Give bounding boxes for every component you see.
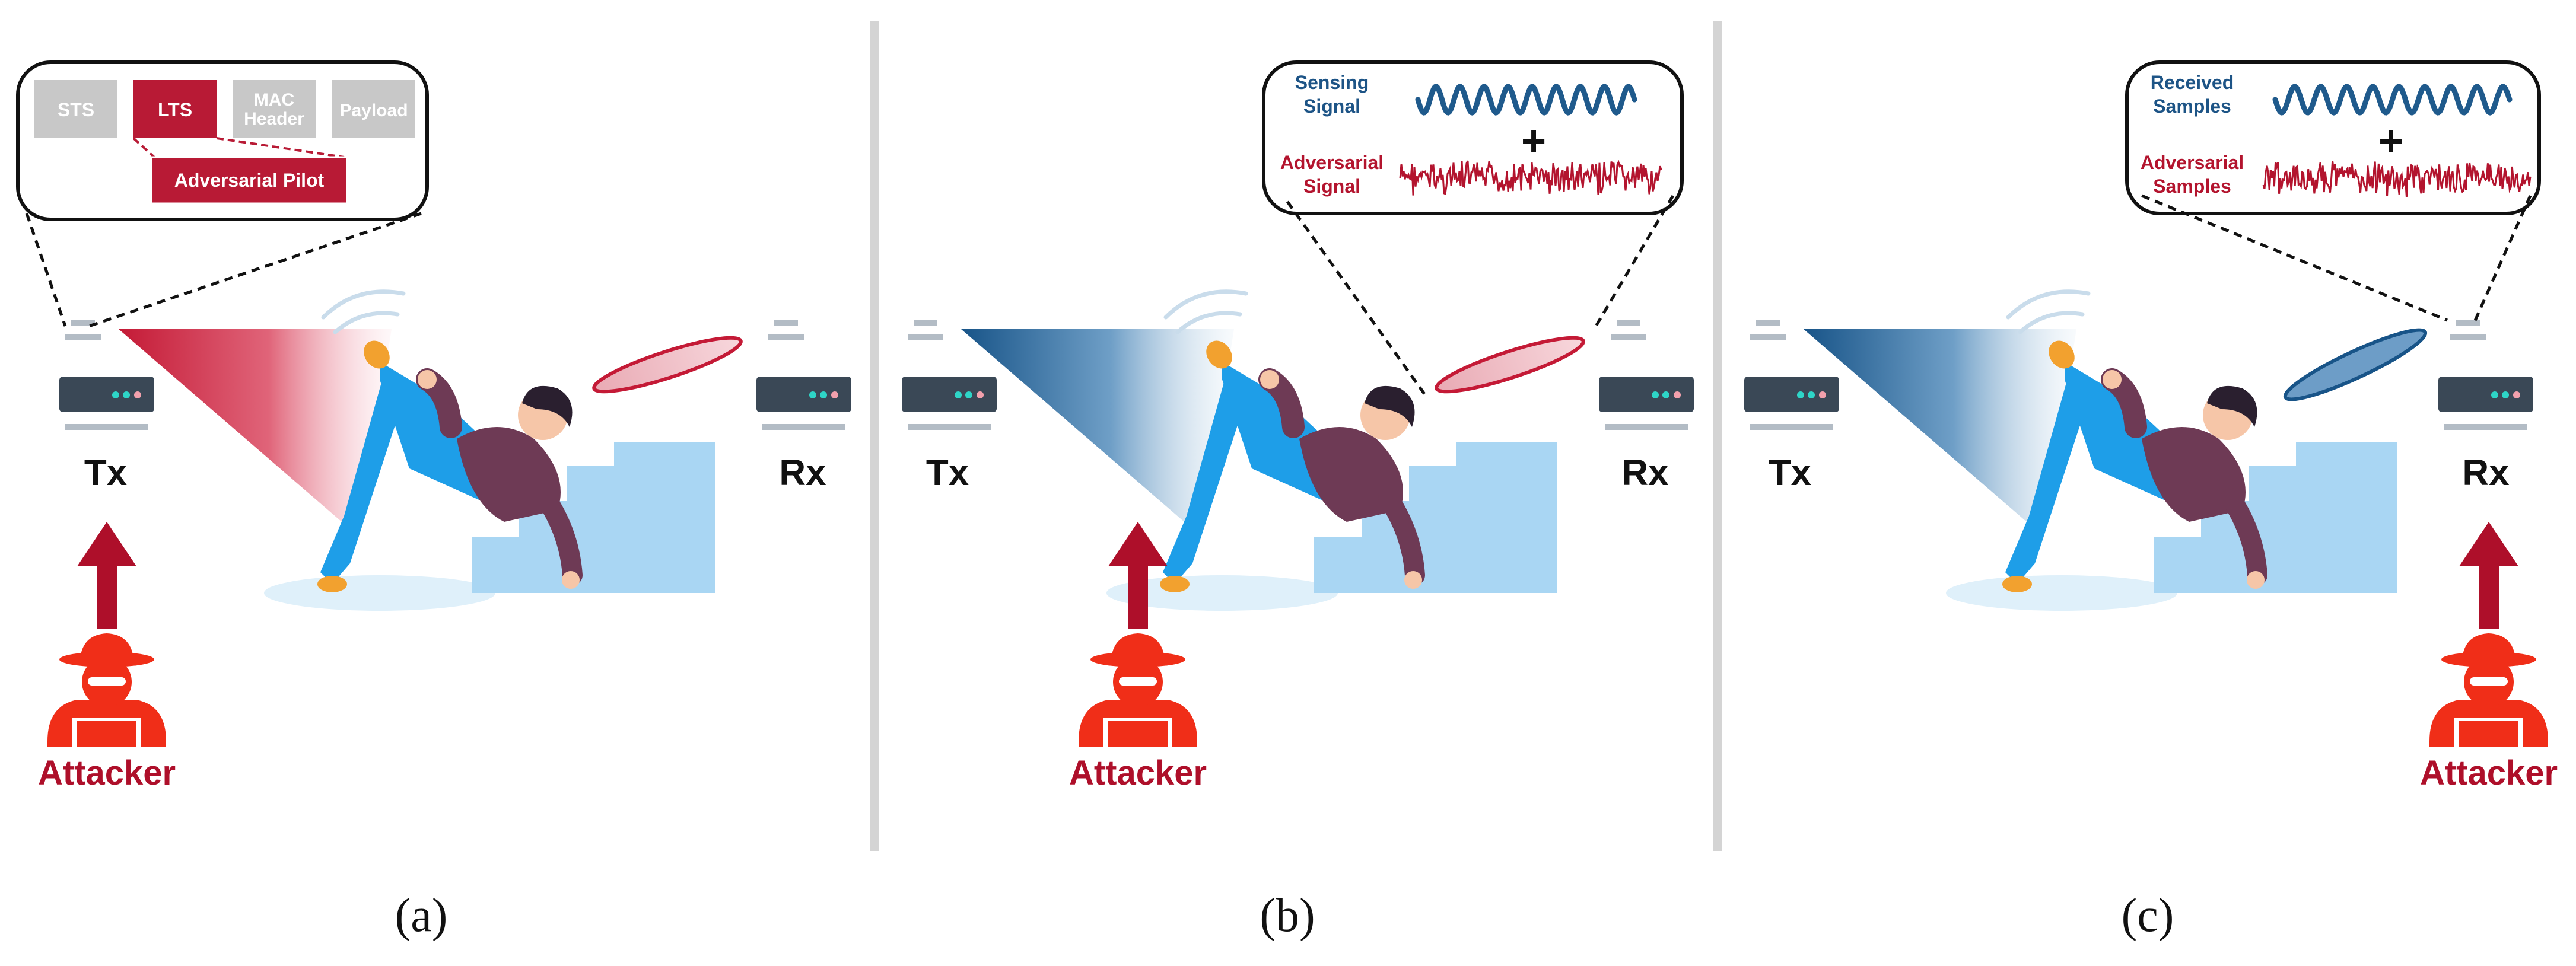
rx-router xyxy=(1599,320,1694,430)
rx-lobe xyxy=(592,336,743,394)
rx-lobe xyxy=(1435,336,1585,394)
panel-caption: (c) xyxy=(2122,890,2174,942)
motion-lines xyxy=(2006,289,2091,334)
falling-person xyxy=(1160,340,1425,592)
adversarial-noise xyxy=(1399,160,1662,196)
falling-person xyxy=(2002,340,2267,592)
rx-router xyxy=(2438,320,2533,430)
packet-field-label: STS xyxy=(58,99,94,120)
attacker-icon xyxy=(2429,633,2548,747)
packet-field-label: LTS xyxy=(158,99,192,120)
tx-label: Tx xyxy=(1769,452,1812,493)
panel-caption: (b) xyxy=(1260,890,1315,942)
stairs xyxy=(2154,442,2397,593)
rx-label: Rx xyxy=(779,452,826,493)
plus-sign: + xyxy=(1521,117,1546,165)
attacker-label: Attacker xyxy=(1069,754,1207,792)
tx-label: Tx xyxy=(926,452,969,493)
rx-router xyxy=(756,320,851,430)
adversarial-pilot-box xyxy=(150,156,348,205)
attacker-icon xyxy=(1079,633,1197,747)
rx-lobe xyxy=(2283,328,2428,401)
adversarial-noise xyxy=(2262,161,2532,197)
attacker-icon xyxy=(47,633,166,747)
tx-router xyxy=(1744,320,1839,430)
adversarial-pilot-label: Adversarial Pilot xyxy=(174,170,325,191)
floor-shadow xyxy=(1946,575,2177,611)
stairs xyxy=(1314,442,1557,593)
signal-wave xyxy=(1415,84,1637,116)
attack-arrow xyxy=(77,522,136,629)
panel-divider xyxy=(870,21,879,851)
signal-wave xyxy=(2272,84,2513,116)
rx-label: Rx xyxy=(1621,452,1669,493)
packet-field-mac xyxy=(233,80,316,138)
callout-leader xyxy=(25,212,422,328)
attack-arrow xyxy=(1108,522,1168,629)
floor-shadow xyxy=(264,575,495,611)
callout-leader xyxy=(2141,194,2532,324)
panel-divider xyxy=(1713,21,1722,851)
callout-leader xyxy=(1286,195,1675,398)
motion-lines xyxy=(1163,289,1248,334)
packet-field-sts xyxy=(34,80,117,138)
packet-field-label: Payload xyxy=(339,101,408,120)
motion-lines xyxy=(321,289,406,334)
attacker-label: Attacker xyxy=(2420,754,2558,792)
attacker-label: Attacker xyxy=(38,754,176,792)
attack-arrow xyxy=(2459,522,2518,629)
tx-router xyxy=(902,320,997,430)
tx-router xyxy=(59,320,154,430)
tx-beam xyxy=(1804,329,2076,537)
rx-label: Rx xyxy=(2462,452,2510,493)
tx-beam xyxy=(961,329,1234,537)
stairs xyxy=(472,442,715,593)
packet-field-payload xyxy=(332,80,415,138)
panel-caption: (a) xyxy=(395,890,448,942)
packet-field-lts xyxy=(133,80,217,138)
tx-beam xyxy=(119,329,392,537)
pilot-connector xyxy=(132,137,345,158)
tx-label: Tx xyxy=(84,452,128,493)
plus-sign: + xyxy=(2378,117,2403,165)
falling-person xyxy=(317,340,583,592)
